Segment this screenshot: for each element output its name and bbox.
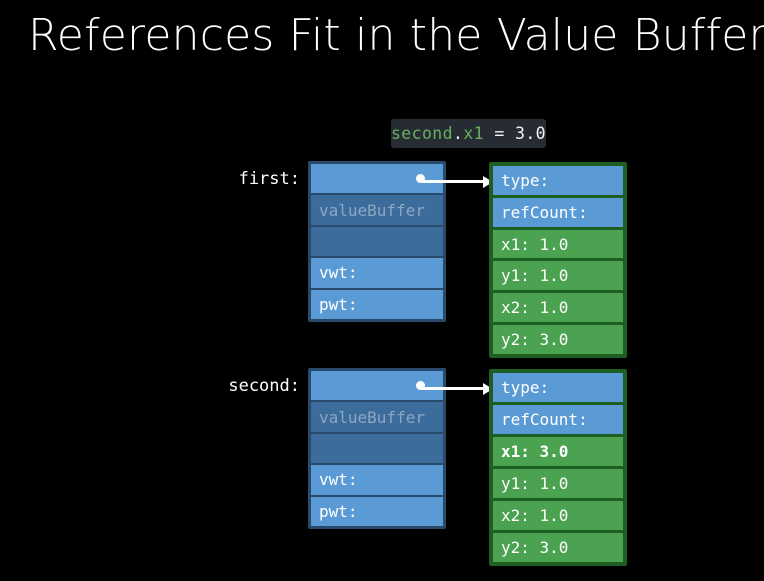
stack-slot-valuebuffer-extra bbox=[311, 433, 443, 464]
heap-slot-y1: y1: 1.0 bbox=[493, 469, 623, 498]
pointer-dot-icon bbox=[416, 381, 425, 391]
code-token-dot: . bbox=[452, 124, 464, 143]
heap-slot-type: type: bbox=[493, 373, 623, 402]
heap-slot-x1: x1: 3.0 bbox=[493, 437, 623, 466]
pointer-dot-icon bbox=[416, 174, 425, 184]
stack-slot-pointer bbox=[311, 164, 443, 194]
heap-slot-x2: x2: 1.0 bbox=[493, 293, 623, 323]
page-title: References Fit in the Value Buffer bbox=[28, 10, 764, 61]
code-token-operator: = bbox=[484, 124, 516, 143]
reference-arrow-first bbox=[422, 175, 493, 188]
stack-slot-vwt: vwt: bbox=[311, 258, 443, 288]
heap-slot-y2: y2: 3.0 bbox=[493, 533, 623, 562]
heap-slot-refcount: refCount: bbox=[493, 405, 623, 434]
variable-label-first: first: bbox=[238, 169, 300, 189]
stack-slot-valuebuffer-extra bbox=[311, 226, 443, 257]
stack-slot-valuebuffer: valueBuffer bbox=[311, 195, 443, 225]
heap-slot-refcount: refCount: bbox=[493, 197, 623, 227]
stack-box-first: valueBuffer vwt: pwt: bbox=[308, 161, 446, 322]
code-expression-chip: second.x1 = 3.0 bbox=[391, 119, 546, 148]
stack-slot-vwt: vwt: bbox=[311, 465, 443, 495]
stack-slot-pwt: pwt: bbox=[311, 289, 443, 320]
heap-box-first: type: refCount: x1: 1.0 y1: 1.0 x2: 1.0 … bbox=[489, 162, 627, 358]
variable-label-second: second: bbox=[228, 376, 300, 396]
stack-slot-valuebuffer: valueBuffer bbox=[311, 402, 443, 432]
heap-slot-y1: y1: 1.0 bbox=[493, 261, 623, 291]
reference-arrow-second bbox=[422, 382, 493, 395]
heap-slot-type: type: bbox=[493, 166, 623, 195]
heap-slot-y2: y2: 3.0 bbox=[493, 325, 623, 354]
code-token-property: x1 bbox=[463, 124, 484, 143]
code-token-object: second bbox=[390, 124, 453, 143]
stack-box-second: valueBuffer vwt: pwt: bbox=[308, 368, 446, 529]
heap-box-second: type: refCount: x1: 3.0 y1: 1.0 x2: 1.0 … bbox=[489, 369, 627, 566]
heap-slot-x1: x1: 1.0 bbox=[493, 229, 623, 259]
code-token-value: 3.0 bbox=[515, 124, 547, 143]
stack-slot-pwt: pwt: bbox=[311, 496, 443, 527]
heap-slot-x2: x2: 1.0 bbox=[493, 501, 623, 530]
stack-slot-pointer bbox=[311, 371, 443, 401]
